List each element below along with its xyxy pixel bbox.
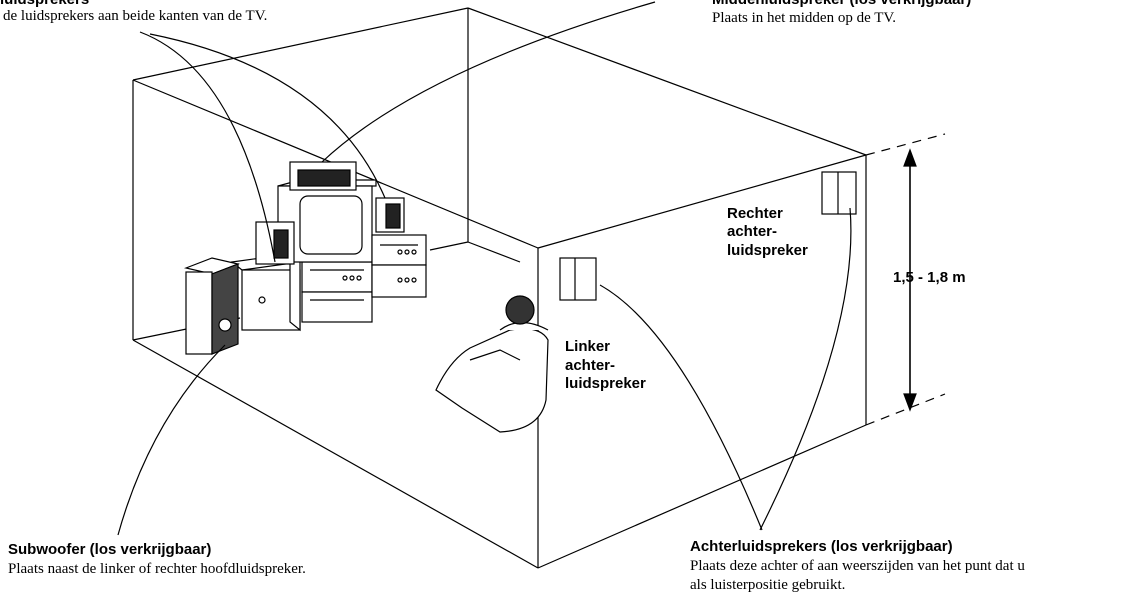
right-rear-speaker-line3: luidspreker <box>727 242 808 259</box>
subwoofer-shape <box>183 257 241 355</box>
height-label: 1,5 - 1,8 m <box>893 269 966 286</box>
left-rear-speaker-line3: luidspreker <box>565 375 646 392</box>
subwoofer-title: Subwoofer (los verkrijgbaar) <box>8 541 212 558</box>
center-speaker-title: Middenluidspreker (los verkrijgbaar) <box>712 0 971 9</box>
rear-speakers-description-line2: als luisterpositie gebruikt. <box>690 577 846 593</box>
height-indicator <box>865 133 946 426</box>
right-rear-speaker-line1: Rechter <box>727 205 783 222</box>
rear-speakers-description-line1: Plaats deze achter of aan weerszijden va… <box>690 558 1025 574</box>
left-rear-speaker-shape <box>559 257 597 301</box>
front-speakers-title: luidsprekers <box>0 0 89 9</box>
center-speaker-description: Plaats in het midden op de TV. <box>712 10 897 26</box>
left-rear-speaker-line1: Linker <box>565 338 611 355</box>
listener-figure <box>435 295 549 433</box>
left-rear-speaker-line2: achter- <box>565 357 616 374</box>
callout-lines <box>117 1 852 536</box>
subwoofer-description: Plaats naast de linker of rechter hoofdl… <box>8 561 306 577</box>
right-rear-speaker-line2: achter- <box>727 223 778 240</box>
right-rear-speaker-shape <box>821 171 857 215</box>
equipment-stack <box>230 161 427 332</box>
rear-speakers-title: Achterluidsprekers (los verkrijgbaar) <box>690 538 953 555</box>
front-speakers-description: de luidsprekers aan beide kanten van de … <box>3 8 268 24</box>
